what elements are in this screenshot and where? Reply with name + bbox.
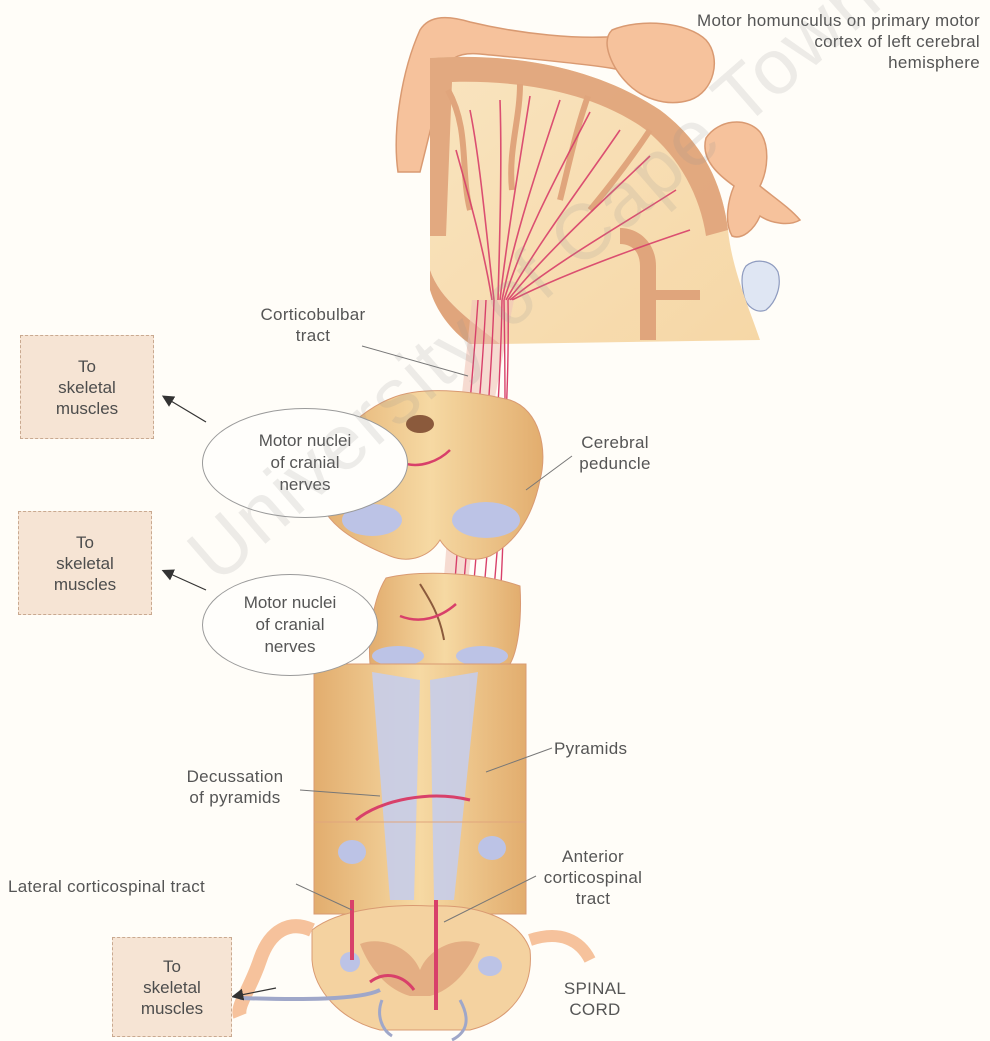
pyramids-label: Pyramids	[554, 738, 627, 759]
lateral-corticospinal-label: Lateral corticospinal tract	[8, 876, 205, 897]
spinal-cord-section	[239, 900, 590, 1040]
medulla-section	[370, 573, 521, 666]
anterior-corticospinal-label: Anterior corticospinal tract	[528, 846, 658, 909]
corticobulbar-label: Corticobulbar tract	[228, 304, 398, 346]
skeletal-muscles-box-3: To skeletal muscles	[112, 937, 232, 1037]
skeletal-muscles-box-2: To skeletal muscles	[18, 511, 152, 615]
decussation-column	[314, 664, 526, 914]
spinal-cord-label: SPINAL CORD	[540, 978, 650, 1020]
arrow-to-box-2	[166, 572, 206, 590]
arrow-to-box-1	[166, 398, 206, 422]
decussation-label: Decussation of pyramids	[160, 766, 310, 808]
cerebral-peduncle-label: Cerebral peduncle	[560, 432, 670, 474]
skeletal-muscles-box-1: To skeletal muscles	[20, 335, 154, 439]
